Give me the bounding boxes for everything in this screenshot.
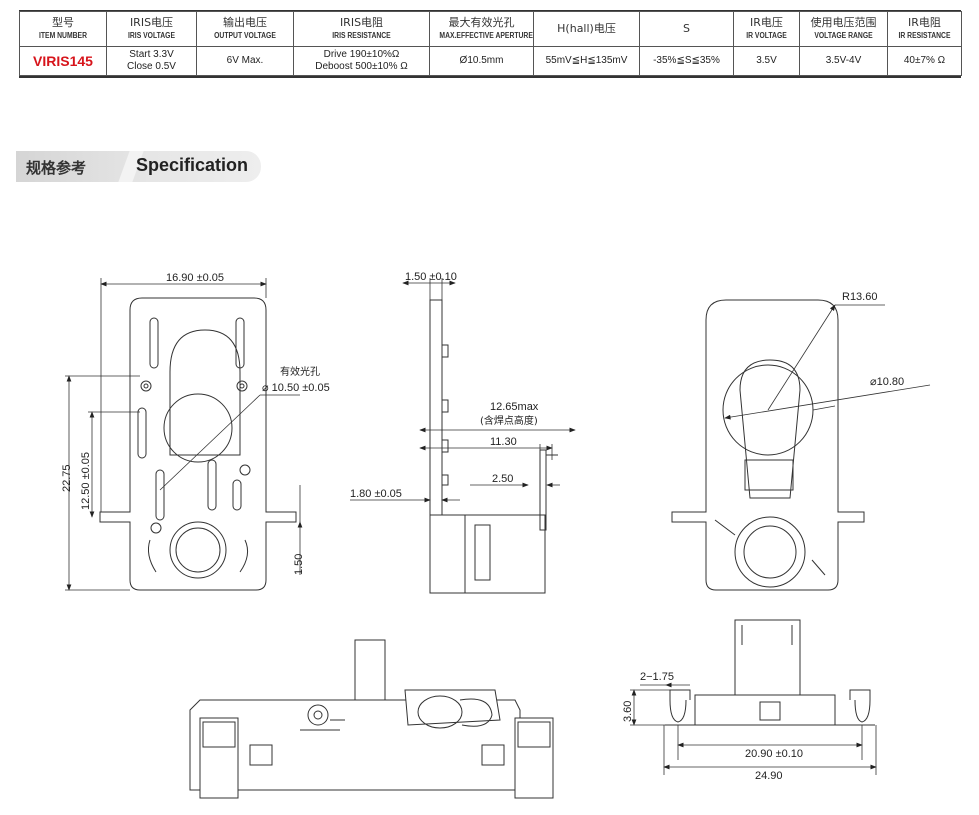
section-header: 规格参考 Specification	[16, 151, 261, 182]
side-view	[429, 299, 558, 594]
cell-item-number: VIRIS145	[19, 46, 107, 76]
dim-side-thickness: 1.50 ±0.10	[405, 271, 457, 283]
front-dimensions	[65, 278, 303, 591]
dim-front-bottom: 1.50	[293, 554, 305, 575]
bottom-view	[665, 619, 875, 726]
front-view	[99, 297, 297, 591]
cell-hall-voltage: 55mV≦H≦135mV	[533, 46, 640, 76]
dim-bottom-hole: 2−1.75	[640, 671, 674, 683]
dim-side-1130: 11.30	[490, 436, 517, 448]
section-title-en: Specification	[136, 155, 249, 175]
dim-side-180: 1.80 ±0.05	[350, 488, 402, 500]
bottom-dimensions	[630, 682, 877, 775]
dim-side-max: 12.65max	[490, 401, 539, 413]
dim-front-height-total: 22.75	[61, 464, 73, 492]
dim-aperture-label: 有效光孔	[280, 365, 320, 378]
dim-side-250: 2.50	[492, 473, 513, 485]
dim-rear-dia: ⌀10.80	[870, 376, 904, 388]
section-title-zh: 规格参考	[26, 159, 87, 177]
dim-rear-radius: R13.60	[842, 291, 877, 303]
cell-ir-resistance: 40±7% Ω	[887, 46, 962, 76]
rear-dimensions	[724, 304, 931, 420]
table-bottom-rule	[19, 76, 961, 78]
dim-front-height-sub: 12.50 ±0.05	[80, 452, 92, 510]
dim-side-max-note: (含焊点高度)	[480, 414, 538, 427]
dim-front-width: 16.90 ±0.05	[166, 272, 224, 284]
header-s: S	[639, 11, 734, 47]
assembly-view	[189, 639, 554, 799]
cell-max-aperture: Ø10.5mm	[429, 46, 534, 76]
dim-bottom-height: 3.60	[622, 701, 634, 722]
cell-s-value: -35%≦S≦35%	[639, 46, 734, 76]
rear-view	[671, 299, 865, 591]
dim-aperture-dia: ⌀ 10.50 ±0.05	[262, 382, 330, 394]
dim-bottom-inner: 20.90 ±0.10	[745, 748, 803, 760]
dim-bottom-outer: 24.90	[755, 770, 783, 782]
side-dimensions	[350, 278, 576, 530]
cell-ir-voltage: 3.5V	[733, 46, 800, 76]
